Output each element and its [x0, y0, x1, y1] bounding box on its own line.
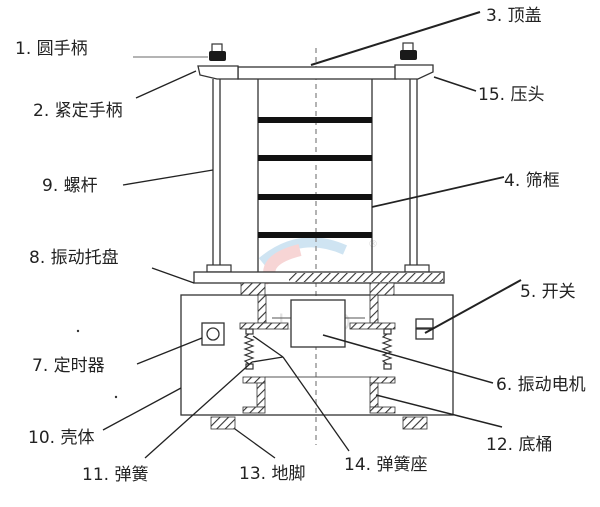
- housing: [180, 294, 454, 416]
- label-switch: 5. 开关: [520, 282, 576, 302]
- label-foot: 13. 地脚: [239, 464, 305, 484]
- svg-text:®: ®: [368, 239, 378, 250]
- press-head-right: [394, 64, 434, 80]
- foot-left: [210, 416, 236, 430]
- label-spring-seat: 14. 弹簧座: [344, 455, 427, 475]
- label-bottom-barrel: 12. 底桶: [486, 435, 552, 455]
- label-vibration-motor: 6. 振动电机: [496, 375, 586, 395]
- label-round-handle: 1. 圆手柄: [15, 39, 88, 59]
- label-housing: 10. 壳体: [28, 428, 94, 448]
- clamp-handle-left: [197, 65, 239, 80]
- sieve-frame: [257, 79, 373, 272]
- label-timer: 7. 定时器: [32, 356, 105, 376]
- spring-right: [381, 328, 393, 370]
- stray-dot: [76, 329, 80, 333]
- vibration-motor: [290, 299, 346, 348]
- screw-rod-left: [206, 79, 232, 273]
- round-handle-left: [209, 43, 226, 61]
- switch: [415, 318, 434, 340]
- top-cover: [237, 66, 397, 80]
- foot-right: [402, 416, 428, 430]
- label-clamp-handle: 2. 紧定手柄: [33, 101, 123, 121]
- vibrating-tray: [193, 271, 445, 284]
- timer: [201, 322, 225, 346]
- round-handle-right: [400, 42, 417, 60]
- spring-seat-left: [242, 376, 266, 414]
- label-press-head: 15. 压头: [478, 85, 544, 105]
- screw-rod-right: [404, 79, 430, 273]
- leader-lines: [102, 11, 522, 459]
- label-spring: 11. 弹簧: [82, 465, 148, 485]
- label-vibrating-tray: 8. 振动托盘: [29, 248, 119, 268]
- bottom-barrel-right: [369, 376, 396, 414]
- label-screw-rod: 9. 螺杆: [42, 176, 98, 196]
- label-top-cover: 3. 顶盖: [486, 6, 542, 26]
- label-sieve-frame: 4. 筛框: [504, 171, 560, 191]
- stray-dot: [114, 395, 118, 399]
